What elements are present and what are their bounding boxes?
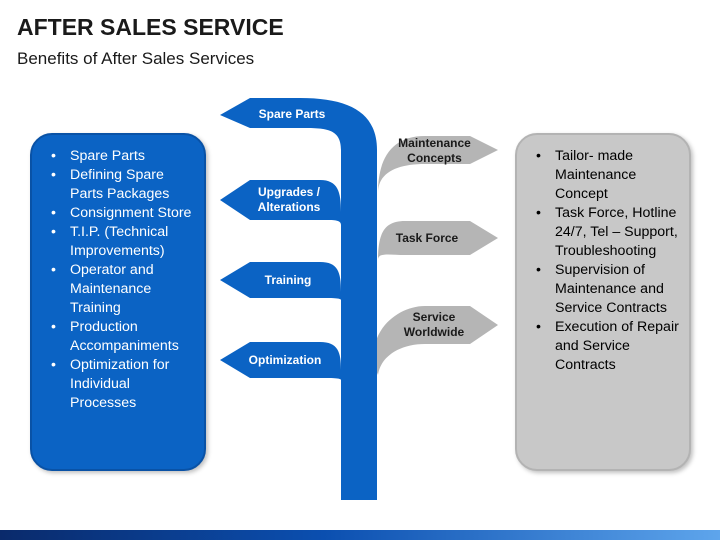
arrow-label-task-force: Task Force — [395, 231, 459, 245]
list-item: Supervision of Maintenance and Service C… — [531, 261, 679, 318]
arrow-label-upgrades-line1: Upgrades / — [257, 185, 320, 199]
arrow-label-upgrades: Upgrades / Alterations — [243, 185, 335, 215]
right-benefits-panel: Tailor- made Maintenance Concept Task Fo… — [515, 133, 691, 471]
list-item: Optimization for Individual Processes — [46, 356, 194, 413]
arrow-label-training: Training — [264, 273, 312, 287]
blue-trunk — [300, 98, 377, 500]
blue-arrow-training — [220, 262, 341, 300]
page-subtitle: Benefits of After Sales Services — [17, 49, 255, 68]
arrow-label-spare-parts: Spare Parts — [258, 107, 326, 121]
left-benefits-list: Spare Parts Defining Spare Parts Package… — [46, 147, 194, 413]
list-item: T.I.P. (Technical Improvements) — [46, 223, 194, 261]
list-item: Consignment Store — [46, 204, 194, 223]
right-benefits-list: Tailor- made Maintenance Concept Task Fo… — [531, 147, 679, 375]
arrow-label-service-line1: Service — [412, 310, 456, 324]
page-title: AFTER SALES SERVICE — [17, 14, 284, 40]
list-item: Task Force, Hotline 24/7, Tel – Support,… — [531, 204, 679, 261]
arrow-label-maintenance-line1: Maintenance — [398, 136, 471, 150]
gray-arrow-service-worldwide — [373, 306, 498, 375]
list-item: Operator and Maintenance Training — [46, 261, 194, 318]
list-item: Production Accompaniments — [46, 318, 194, 356]
arrow-label-maintenance: Maintenance Concepts — [387, 136, 482, 166]
footer-accent-bar — [0, 530, 720, 540]
arrow-label-maintenance-line2: Concepts — [407, 151, 462, 165]
arrow-label-optimization: Optimization — [248, 353, 322, 367]
gray-arrow-maintenance — [378, 136, 498, 193]
list-item: Tailor- made Maintenance Concept — [531, 147, 679, 204]
arrow-label-upgrades-line2: Alterations — [257, 200, 321, 214]
list-item: Spare Parts — [46, 147, 194, 166]
blue-arrow-upgrades — [220, 180, 341, 225]
left-benefits-panel: Spare Parts Defining Spare Parts Package… — [30, 133, 206, 471]
blue-arrow-optimization — [220, 342, 341, 380]
list-item: Execution of Repair and Service Contract… — [531, 318, 679, 375]
gray-arrow-task-force — [378, 221, 498, 260]
arrow-label-service-line2: Worldwide — [403, 325, 465, 339]
blue-arrow-spare-parts — [220, 98, 300, 128]
arrow-label-service-worldwide: Service Worldwide — [390, 310, 478, 340]
list-item: Defining Spare Parts Packages — [46, 166, 194, 204]
